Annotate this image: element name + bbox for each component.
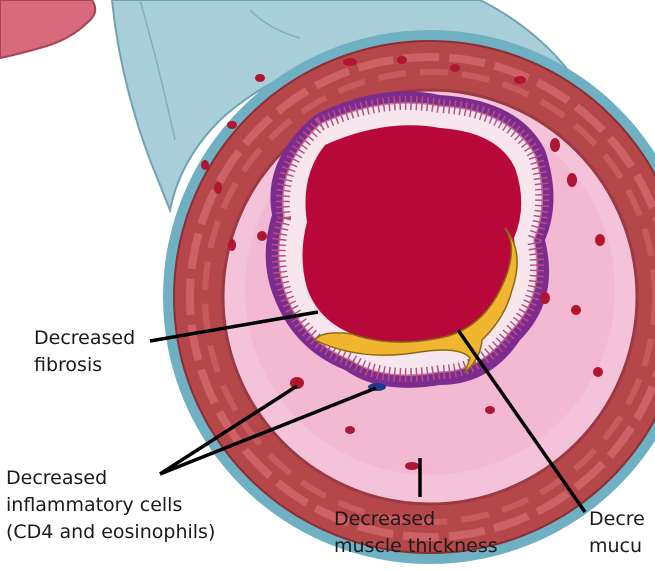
label-mucus-line2: mucu xyxy=(589,533,645,560)
label-fibrosis: Decreased fibrosis xyxy=(34,325,135,379)
label-inflammatory-line1: Decreased xyxy=(6,465,215,492)
label-muscle-thickness: Decreased muscle thickness xyxy=(334,506,498,560)
label-fibrosis-line2: fibrosis xyxy=(34,352,135,379)
lung-tissue-fragment xyxy=(0,0,95,58)
label-muscle-line1: Decreased xyxy=(334,506,498,533)
label-mucus: Decre mucu xyxy=(589,506,645,560)
label-mucus-line1: Decre xyxy=(589,506,645,533)
label-fibrosis-line1: Decreased xyxy=(34,325,135,352)
label-inflammatory-line3: (CD4 and eosinophils) xyxy=(6,519,215,546)
label-inflammatory-line2: inflammatory cells xyxy=(6,492,215,519)
label-muscle-line2: muscle thickness xyxy=(334,533,498,560)
label-inflammatory-cells: Decreased inflammatory cells (CD4 and eo… xyxy=(6,465,215,546)
